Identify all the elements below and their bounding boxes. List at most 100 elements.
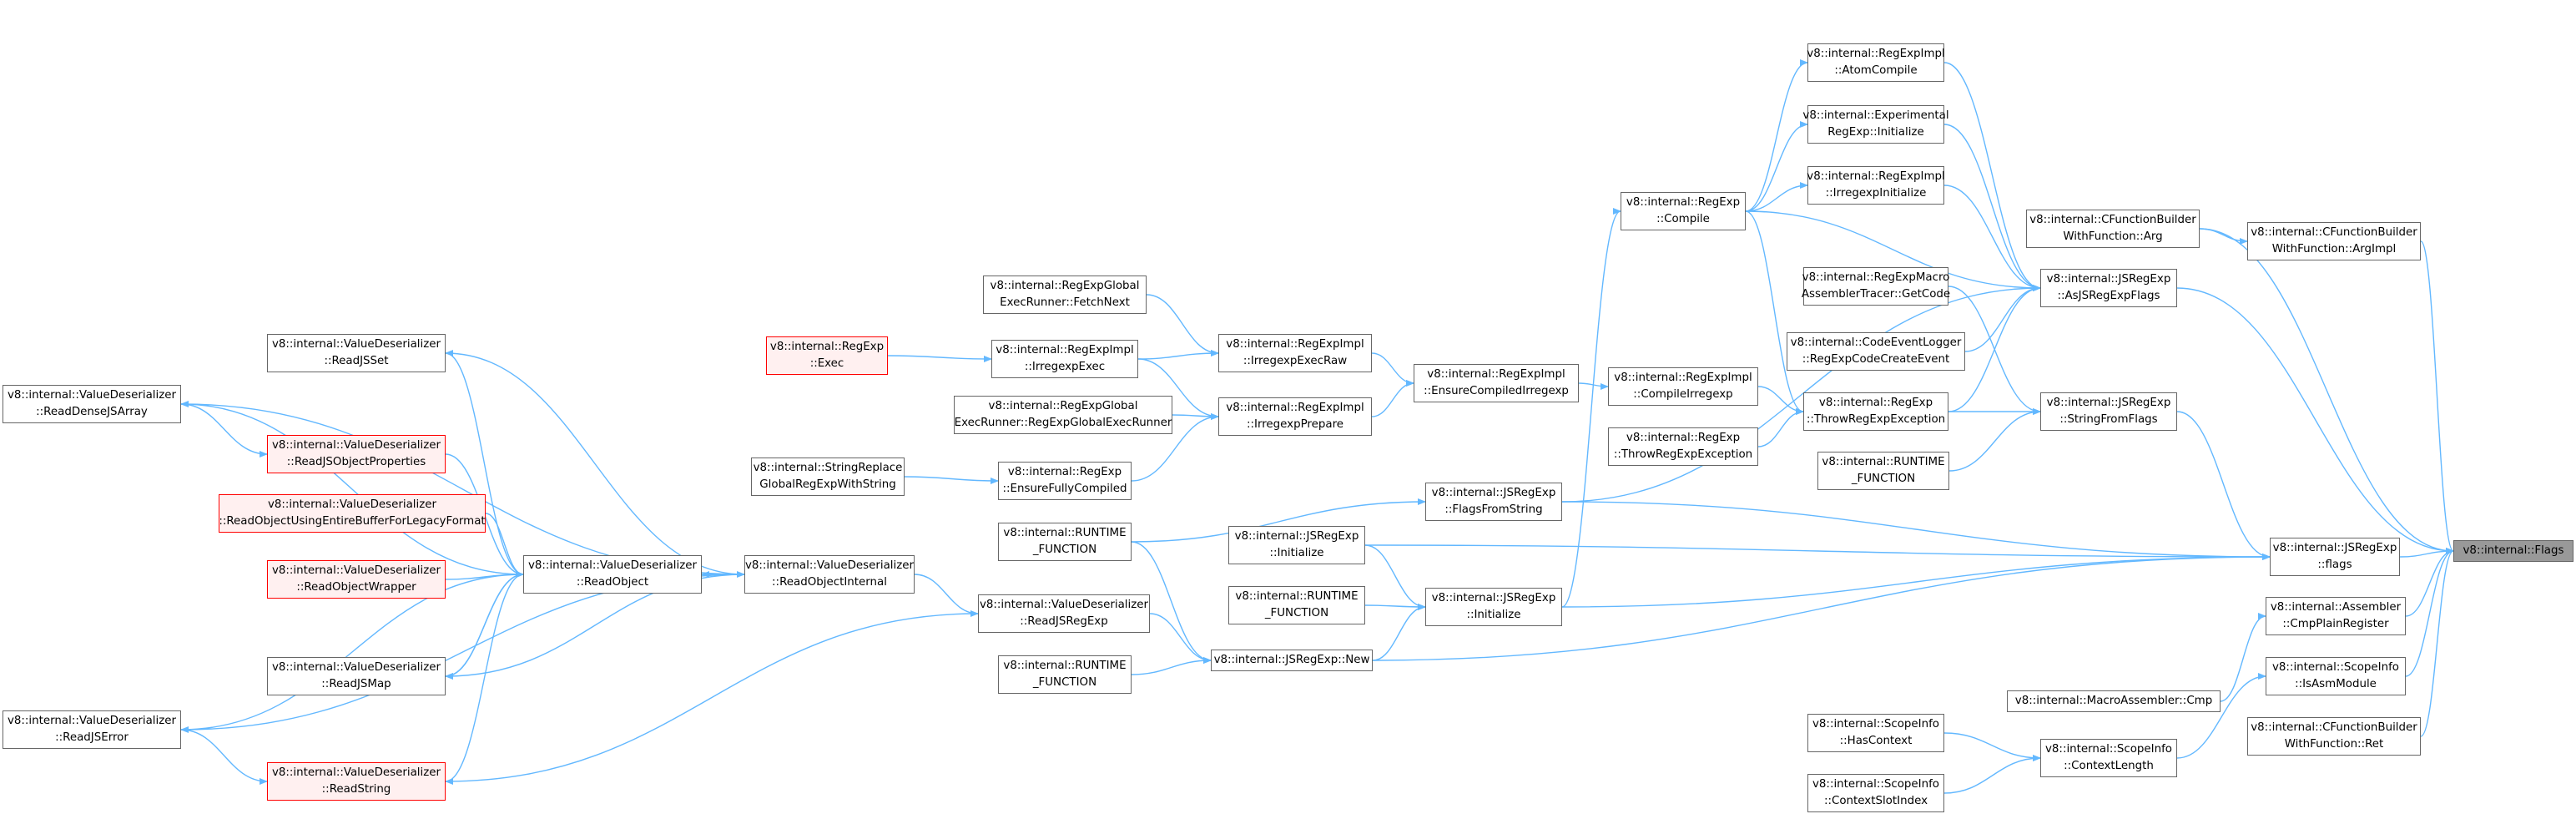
edge-irregexpinit-to-asjsregexpflags — [1943, 185, 2041, 291]
node-runtime-fn-a[interactable]: v8::internal::RUNTIME_FUNCTION — [1817, 452, 1949, 490]
node-scope-hasctx[interactable]: v8::internal::ScopeInfo::HasContext — [1807, 714, 1944, 752]
node-readobject[interactable]: v8::internal::ValueDeserializer::ReadObj… — [523, 555, 702, 594]
node-readjsregexp[interactable]: v8::internal::ValueDeserializer::ReadJSR… — [978, 594, 1150, 633]
edge-scope-ctxslot-to-scope-ctxlen — [1943, 755, 2041, 794]
edge-flagsfromstring-to-asjsregexpflags — [1561, 285, 2041, 503]
node-regexp-exec[interactable]: v8::internal::RegExp::Exec — [766, 336, 888, 375]
node-label-line: ::ReadDenseJSArray — [36, 406, 148, 418]
node-irregexpprepare[interactable]: v8::internal::RegExpImpl::IrregexpPrepar… — [1218, 397, 1372, 436]
node-label-line: v8::internal::ValueDeserializer — [271, 564, 441, 577]
node-label-line: ::ReadObjectInternal — [772, 576, 887, 589]
edge-stringfromflags-to-jsregexp-flags — [2176, 411, 2271, 560]
node-runtime-fn-c[interactable]: v8::internal::RUNTIME_FUNCTION — [1228, 586, 1365, 624]
node-readdensejsarray[interactable]: v8::internal::ValueDeserializer::ReadDen… — [3, 385, 181, 423]
node-label-line: ::Initialize — [1466, 609, 1521, 621]
edge-readobjectinternal-to-readjsset — [445, 350, 745, 575]
node-jsregexp-init1[interactable]: v8::internal::JSRegExp::Initialize — [1228, 526, 1365, 564]
node-jsregexp-flags[interactable]: v8::internal::JSRegExp::flags — [2270, 538, 2400, 576]
node-jsregexp-init2[interactable]: v8::internal::JSRegExp::Initialize — [1425, 588, 1562, 626]
node-ensurecompiled[interactable]: v8::internal::RegExpImpl::EnsureCompiled… — [1414, 364, 1579, 402]
node-label-line: v8::internal::ValueDeserializer — [527, 559, 698, 572]
node-atomcompile[interactable]: v8::internal::RegExpImpl::AtomCompile — [1807, 43, 1945, 82]
node-label-line: v8::internal::RegExpMacro — [1802, 271, 1950, 284]
node-flagsfromstring[interactable]: v8::internal::JSRegExp::FlagsFromString — [1425, 483, 1562, 521]
node-stringfromflags[interactable]: v8::internal::JSRegExp::StringFromFlags — [2040, 392, 2177, 431]
node-label-line: ::ReadJSMap — [321, 678, 391, 690]
node-scope-ctxslot[interactable]: v8::internal::ScopeInfo::ContextSlotInde… — [1807, 774, 1944, 812]
edge-irregexpexec-to-irregexpexecraw — [1137, 350, 1219, 360]
edge-readjserror-to-readstring — [180, 729, 268, 785]
edge-regexp-exec-to-irregexpexec — [887, 355, 992, 362]
node-jsregexp-new[interactable]: v8::internal::JSRegExp::New — [1211, 650, 1373, 671]
node-asm-cmpplain[interactable]: v8::internal::Assembler::CmpPlainRegiste… — [2266, 597, 2406, 635]
node-label-line: ::CompileIrregexp — [1633, 388, 1733, 401]
node-cel-regexpcode[interactable]: v8::internal::CodeEventLogger::RegExpCod… — [1787, 332, 1965, 371]
node-asjsregexpflags[interactable]: v8::internal::JSRegExp::AsJSRegExpFlags — [2040, 269, 2177, 307]
node-label-line: ::ReadObjectUsingEntireBufferForLegacyFo… — [219, 515, 486, 528]
node-readobjectlegacy[interactable]: v8::internal::ValueDeserializer::ReadObj… — [219, 494, 486, 533]
edge-jsregexp-new-to-jsregexp-init2 — [1372, 604, 1426, 661]
node-masm-cmp[interactable]: v8::internal::MacroAssembler::Cmp — [2007, 690, 2221, 712]
node-readjsset[interactable]: v8::internal::ValueDeserializer::ReadJSS… — [267, 334, 446, 372]
node-label-line: ::ReadJSError — [55, 731, 129, 744]
node-label-line: v8::internal::Assembler — [2270, 601, 2402, 614]
edge-throwregexpexc-to-asjsregexpflags — [1948, 285, 2041, 412]
node-label-line: _FUNCTION — [1264, 607, 1329, 619]
edge-runtime-fn-b-to-jsregexp-new — [1131, 541, 1212, 664]
node-label-line: v8::internal::ValueDeserializer — [271, 439, 441, 452]
node-label-line: v8::internal::RegExpImpl — [1614, 372, 1752, 384]
node-label-line: WithFunction::ArgImpl — [2271, 243, 2397, 255]
node-label-line: ::ContextSlotIndex — [1823, 795, 1928, 807]
node-readjsmap[interactable]: v8::internal::ValueDeserializer::ReadJSM… — [267, 657, 446, 695]
node-label-line: GlobalRegExpWithString — [759, 478, 896, 491]
node-runtime-fn-d[interactable]: v8::internal::RUNTIME_FUNCTION — [998, 655, 1132, 694]
node-label-line: v8::internal::RegExpImpl — [1807, 48, 1945, 60]
node-runtime-fn-b[interactable]: v8::internal::RUNTIME_FUNCTION — [998, 523, 1132, 561]
edge-masm-cmp-to-asm-cmpplain — [2220, 613, 2266, 702]
edge-regexp-compile-to-throwregexpexc — [1745, 210, 1804, 415]
edge-regexp-compile-to-irregexpinit — [1745, 182, 1808, 212]
node-readobjectwrapper[interactable]: v8::internal::ValueDeserializer::ReadObj… — [267, 560, 446, 599]
node-label-line: ::CmpPlainRegister — [2282, 618, 2389, 630]
node-readobjectinternal[interactable]: v8::internal::ValueDeserializer::ReadObj… — [744, 555, 915, 594]
edge-runtime-fn-d-to-jsregexp-new — [1131, 657, 1212, 675]
edge-readobjectlegacy-to-readobject — [485, 513, 524, 578]
node-readjsobjectprops[interactable]: v8::internal::ValueDeserializer::ReadJSO… — [267, 435, 446, 473]
edge-readobjectinternal-to-readjserror — [180, 574, 745, 733]
node-regexp-compile[interactable]: v8::internal::RegExp::Compile — [1621, 192, 1746, 230]
node-label-line: ::Initialize — [1269, 547, 1324, 559]
node-scope-isasm[interactable]: v8::internal::ScopeInfo::IsAsmModule — [2266, 657, 2406, 695]
node-readjserror[interactable]: v8::internal::ValueDeserializer::ReadJSE… — [3, 710, 181, 749]
node-irregexpinit[interactable]: v8::internal::RegExpImpl::IrregexpInitia… — [1807, 166, 1945, 205]
edge-scope-hasctx-to-scope-ctxlen — [1943, 732, 2041, 761]
node-label-line: ::flags — [2317, 559, 2352, 571]
node-label-line: v8::internal::RegExp — [1007, 466, 1122, 478]
node-throwregexpexc[interactable]: v8::internal::RegExp::ThrowRegExpExcepti… — [1803, 392, 1948, 431]
node-ensurefully[interactable]: v8::internal::RegExp::EnsureFullyCompile… — [998, 462, 1132, 500]
node-label-line: ::ReadString — [321, 783, 391, 796]
node-readstring[interactable]: v8::internal::ValueDeserializer::ReadStr… — [267, 762, 446, 801]
node-scope-ctxlen[interactable]: v8::internal::ScopeInfo::ContextLength — [2040, 739, 2177, 777]
node-irregexpexecraw[interactable]: v8::internal::RegExpImpl::IrregexpExecRa… — [1218, 334, 1372, 372]
node-compileirregexp[interactable]: v8::internal::RegExpImpl::CompileIrregex… — [1608, 367, 1758, 406]
node-label-line: v8::internal::ValueDeserializer — [744, 559, 915, 572]
edge-runtime-fn-c-to-jsregexp-init2 — [1364, 603, 1426, 610]
node-label-line: ::EnsureCompiledIrregexp — [1424, 385, 1569, 397]
edge-cel-regexpcode-to-asjsregexpflags — [1964, 285, 2041, 352]
edge-asm-cmpplain-to-flags-focus — [2405, 548, 2454, 617]
node-label-line: ::ReadJSObjectProperties — [286, 456, 426, 468]
edge-stringreplace-to-ensurefully — [904, 476, 999, 484]
node-irregexpexec[interactable]: v8::internal::RegExpImpl::IrregexpExec — [991, 340, 1138, 378]
node-label-line: v8::internal::JSRegExp — [2272, 542, 2397, 554]
node-label-line: v8::internal::Experimental — [1802, 109, 1949, 122]
node-label-line: ::RegExpCodeCreateEvent — [1802, 353, 1950, 366]
node-throwregexpexc2[interactable]: v8::internal::RegExp::ThrowRegExpExcepti… — [1608, 427, 1758, 466]
